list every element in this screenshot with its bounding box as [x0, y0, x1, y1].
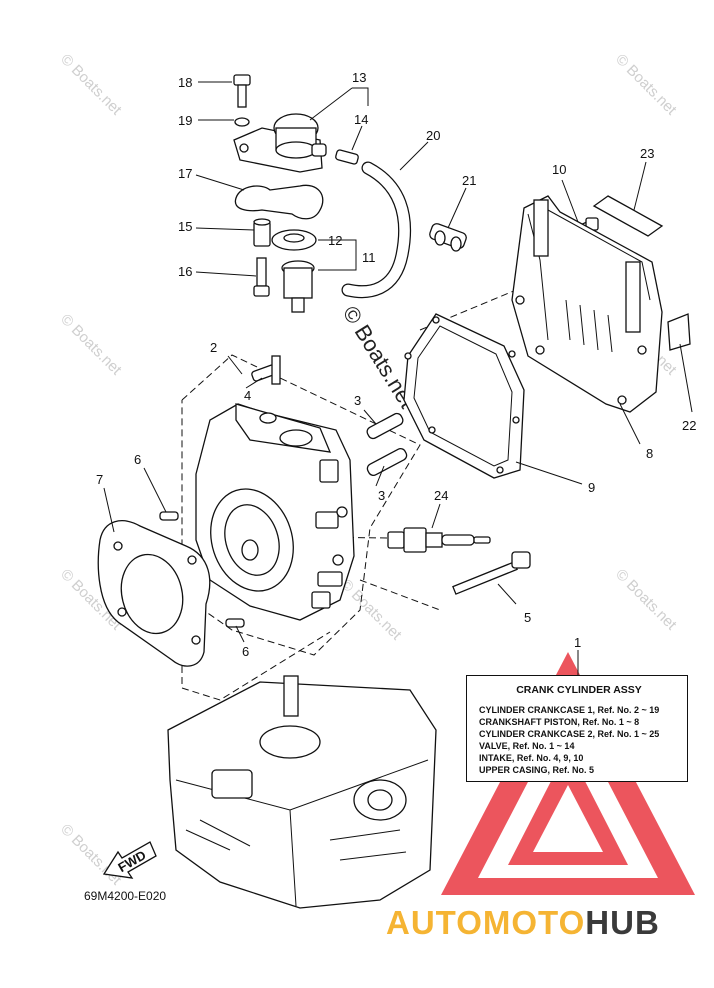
part-18-bolt: [233, 74, 251, 108]
part-7-cylinder-gasket: [97, 520, 211, 667]
part-23-label: [592, 195, 664, 237]
callout-2: 2: [210, 340, 217, 355]
part-16-bolt: [253, 257, 270, 297]
part-19-washer: [234, 117, 250, 127]
callout-22: 22: [682, 418, 696, 433]
part-5-bolt: [452, 551, 531, 595]
callout-1: 1: [574, 635, 581, 650]
part-17-gasket: [234, 184, 324, 220]
part-2-cylinder-block: [195, 403, 355, 621]
watermark: © Boats.net: [337, 576, 405, 644]
callout-18: 18: [178, 75, 192, 90]
callout-16: 16: [178, 264, 192, 279]
part-9-exhaust-gasket: [403, 313, 525, 479]
automotohub-wordmark: AUTOMOTOHUB: [386, 904, 660, 942]
watermark: © Boats.net: [612, 566, 680, 634]
callout-10: 10: [552, 162, 566, 177]
reference-line: VALVE, Ref. No. 1 ~ 14: [479, 741, 575, 751]
part-12-thermostat-seal: [271, 229, 317, 251]
callout-13: 13: [352, 70, 366, 85]
reference-line: UPPER CASING, Ref. No. 5: [479, 765, 595, 775]
part-3-dowel-pin: [366, 412, 404, 440]
callout-5: 5: [524, 610, 531, 625]
callout-21: 21: [462, 173, 476, 188]
callouts: 18 19 13 14 20 17 21 10 23 15 12 11 16 2…: [96, 70, 696, 659]
callout-6: 6: [242, 644, 249, 659]
crankcase: [167, 675, 437, 909]
watermark: © Boats.net: [57, 51, 125, 119]
callout-12: 12: [328, 233, 342, 248]
brand-part-1: AUTOMOTO: [386, 904, 586, 941]
callout-17: 17: [178, 166, 192, 181]
part-21-hose-clip: [429, 223, 467, 252]
leader-lines: [103, 81, 693, 675]
part-15-collar: [253, 218, 271, 247]
callout-9: 9: [588, 480, 595, 495]
reference-line: CYLINDER CRANKCASE 2, Ref. No. 1 ~ 25: [479, 729, 660, 739]
callout-3: 3: [354, 393, 361, 408]
part-13-thermostat-cover: [233, 113, 327, 173]
callout-19: 19: [178, 113, 192, 128]
callout-7: 7: [96, 472, 103, 487]
reference-line: CRANKSHAFT PISTON, Ref. No. 1 ~ 8: [479, 717, 640, 727]
reference-line: CYLINDER CRANKCASE 1, Ref. No. 2 ~ 19: [479, 705, 660, 715]
callout-11: 11: [362, 250, 376, 265]
reference-line: INTAKE, Ref. No. 4, 9, 10: [479, 753, 584, 763]
watermark: © Boats.net: [612, 51, 680, 119]
brand-part-2: HUB: [585, 904, 660, 941]
watermark: © Boats.net: [57, 311, 125, 379]
bolt-guide: [359, 579, 441, 611]
part-3-dowel-pin: [366, 447, 408, 477]
part-8-exhaust-cover: [511, 195, 663, 413]
part-22-plate: [667, 313, 691, 351]
callout-6: 6: [134, 452, 141, 467]
part-6-dowel-pin: [159, 511, 179, 521]
callout-8: 8: [646, 446, 653, 461]
part-14-hose-nipple: [335, 149, 359, 165]
diagram-code: 69M4200-E020: [84, 889, 167, 903]
cylinder-assembly-outline: [181, 354, 421, 656]
callout-24: 24: [434, 488, 448, 503]
reference-title: CRANK CYLINDER ASSY: [516, 684, 642, 696]
part-4-fitting: [251, 355, 281, 385]
callout-23: 23: [640, 146, 654, 161]
callout-3: 3: [378, 488, 385, 503]
part-24-spark-plug: [387, 527, 491, 553]
assembly-reference-box: CRANK CYLINDER ASSY CYLINDER CRANKCASE 1…: [466, 675, 688, 782]
callout-20: 20: [426, 128, 440, 143]
part-6-dowel-pin: [225, 618, 245, 628]
callout-15: 15: [178, 219, 192, 234]
callout-14: 14: [354, 112, 368, 127]
part-11-thermostat: [281, 260, 315, 313]
callout-4: 4: [244, 388, 251, 403]
fwd-arrow-icon: FWD: [102, 841, 157, 879]
watermark: © Boats.net: [57, 821, 125, 889]
